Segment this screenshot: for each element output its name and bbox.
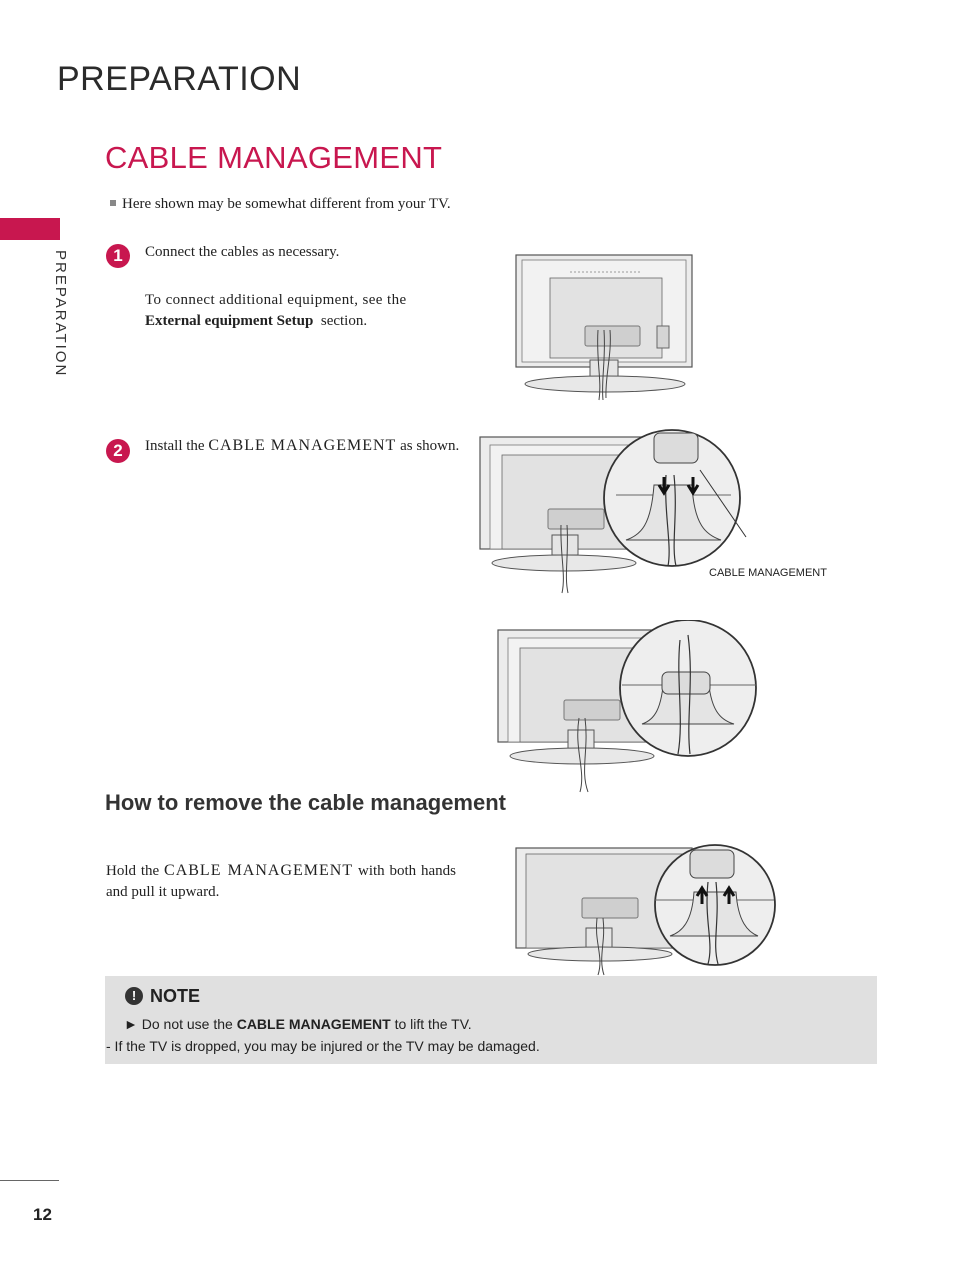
- remove-cable-management-term: CABLE MANAGEMENT: [164, 862, 354, 879]
- step-1-line-3: External equipment Setup section.: [145, 311, 367, 332]
- exclamation-icon: !: [125, 987, 143, 1005]
- install-cable-management-illustration: [479, 429, 747, 594]
- note-line-1-bold: CABLE MANAGEMENT: [236, 1016, 391, 1032]
- page-header-title: PREPARATION: [57, 60, 302, 98]
- remove-suffix: with both hands and pull it upward.: [106, 863, 457, 900]
- bullet-square-icon: [110, 200, 116, 206]
- side-tab-marker: [0, 218, 60, 240]
- tv-back-cables-illustration: [515, 254, 693, 401]
- remove-cable-management-illustration: [515, 844, 776, 976]
- step-1-badge: 1: [106, 244, 130, 268]
- step-1-line-2: To connect additional equipment, see the: [145, 292, 407, 308]
- step-2-prefix: Install the: [145, 438, 205, 454]
- side-tab-label: PREPARATION: [52, 250, 69, 378]
- step-1-bold-link-text: External equipment Setup: [145, 313, 314, 329]
- step-2-cable-management-term: CABLE MANAGEMENT: [208, 437, 397, 454]
- remove-prefix: Hold the: [106, 863, 160, 879]
- step-1-line-1: Connect the cables as necessary.: [145, 244, 340, 260]
- note-line-1-prefix: ► Do not use the: [124, 1016, 233, 1032]
- remove-instructions: Hold the CABLE MANAGEMENT with both hand…: [106, 860, 456, 903]
- step-2-suffix: as shown.: [400, 438, 460, 454]
- note-line-1: ► Do not use the CABLE MANAGEMENT to lif…: [124, 1016, 472, 1032]
- callout-label: CABLE MANAGEMENT: [709, 567, 827, 579]
- step-1-line-3-rest: section.: [320, 313, 368, 329]
- footer-rule: [0, 1180, 59, 1181]
- page-number: 12: [33, 1205, 52, 1224]
- note-title: NOTE: [150, 986, 201, 1006]
- note-line-1-suffix: to lift the TV.: [394, 1016, 472, 1032]
- section-title: CABLE MANAGEMENT: [105, 140, 443, 175]
- disclaimer-text: Here shown may be somewhat different fro…: [110, 196, 451, 213]
- note-box: [105, 976, 877, 1064]
- step-2-badge: 2: [106, 439, 130, 463]
- note-line-2: - If the TV is dropped, you may be injur…: [106, 1038, 540, 1054]
- disclaimer-label: Here shown may be somewhat different fro…: [122, 196, 451, 212]
- installed-result-illustration: [497, 620, 757, 793]
- step-2-text: Install the CABLE MANAGEMENT as shown.: [145, 435, 459, 457]
- remove-section-heading: How to remove the cable management: [105, 790, 506, 815]
